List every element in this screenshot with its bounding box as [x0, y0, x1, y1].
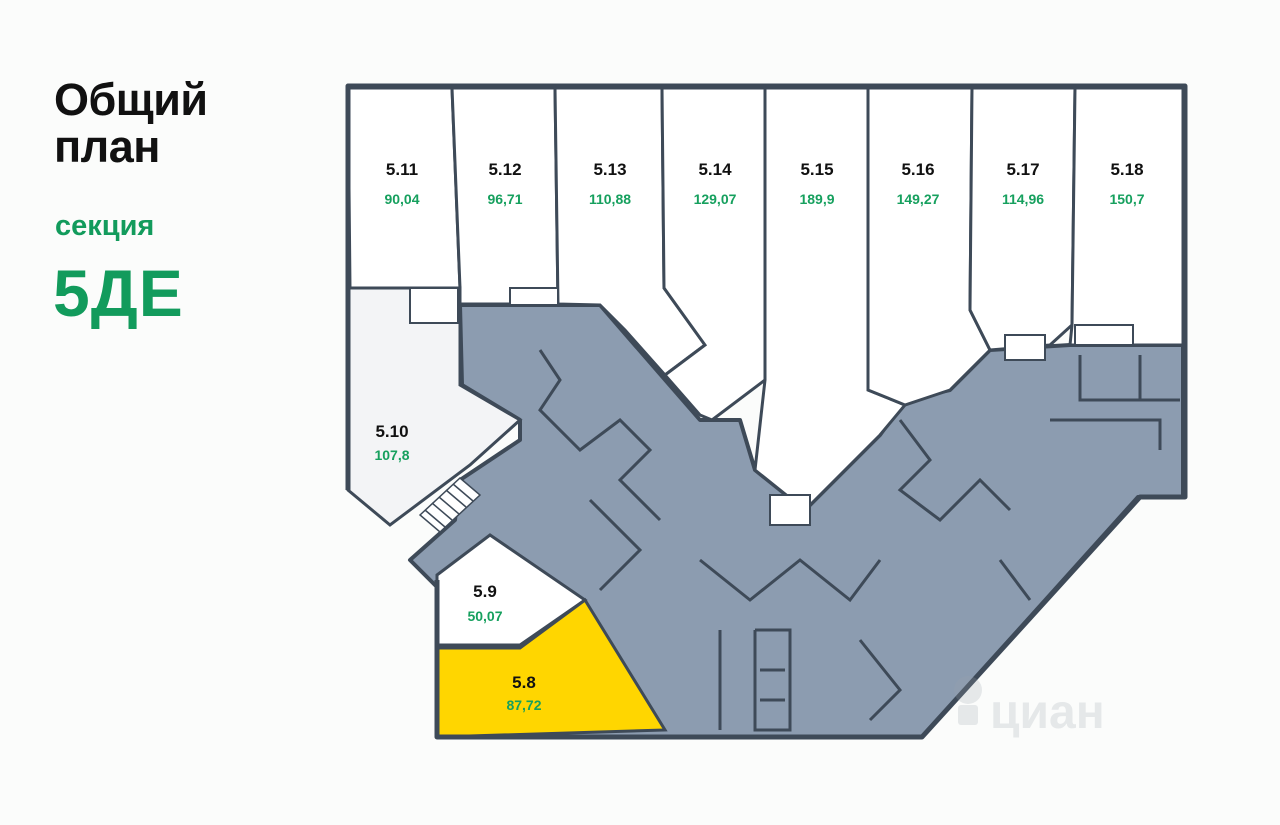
unit-5-13-number: 5.13	[593, 160, 626, 179]
unit-5-17-number: 5.17	[1006, 160, 1039, 179]
room-5-10	[346, 286, 523, 527]
watermark-text: циан	[990, 686, 1105, 739]
section-code: 5ДЕ	[53, 256, 184, 330]
room-5-11	[346, 86, 462, 290]
outer-wall	[345, 83, 1188, 740]
unit-5-10-number: 5.10	[375, 422, 408, 441]
bathrooms	[409, 287, 1134, 526]
plan-title: Общий план	[54, 76, 208, 170]
room-5-18	[1068, 86, 1185, 347]
watermark: циан	[954, 676, 1105, 739]
section-label: секция	[55, 210, 155, 242]
unit-5-11-area: 90,04	[384, 191, 419, 207]
unit-5-14-number: 5.14	[698, 160, 732, 179]
title-line-1: Общий	[54, 74, 208, 125]
title-line-2: план	[54, 121, 160, 172]
unit-5-15-area: 189,9	[799, 191, 834, 207]
staircase	[418, 476, 482, 534]
room-5-17	[968, 86, 1077, 352]
unit-5-12-area: 96,71	[487, 191, 522, 207]
top-units	[346, 86, 1185, 513]
unit-5-9-area: 50,07	[467, 608, 502, 624]
unit-5-13-area: 110,88	[589, 191, 631, 207]
unit-5-15-number: 5.15	[800, 160, 833, 179]
unit-5-16-area: 149,27	[897, 191, 940, 207]
unit-5-8-number: 5.8	[512, 673, 536, 692]
unit-labels: 5.11 90,04 5.12 96,71 5.13 110,88 5.14 1…	[374, 160, 1144, 713]
unit-5-10-area: 107,8	[374, 447, 409, 463]
unit-5-18-number: 5.18	[1110, 160, 1143, 179]
inner-walls	[538, 349, 1180, 732]
unit-5-11-number: 5.11	[386, 160, 418, 179]
unit-5-14-area: 129,07	[694, 191, 737, 207]
cian-logo-icon	[954, 676, 982, 725]
unit-5-12-number: 5.12	[488, 160, 521, 179]
unit-5-17-area: 114,96	[1002, 191, 1044, 207]
unit-5-9-number: 5.9	[473, 582, 497, 601]
room-5-14	[660, 86, 767, 422]
unit-5-8-area: 87,72	[506, 697, 541, 713]
unit-5-16-number: 5.16	[901, 160, 934, 179]
unit-5-18-area: 150,7	[1109, 191, 1144, 207]
